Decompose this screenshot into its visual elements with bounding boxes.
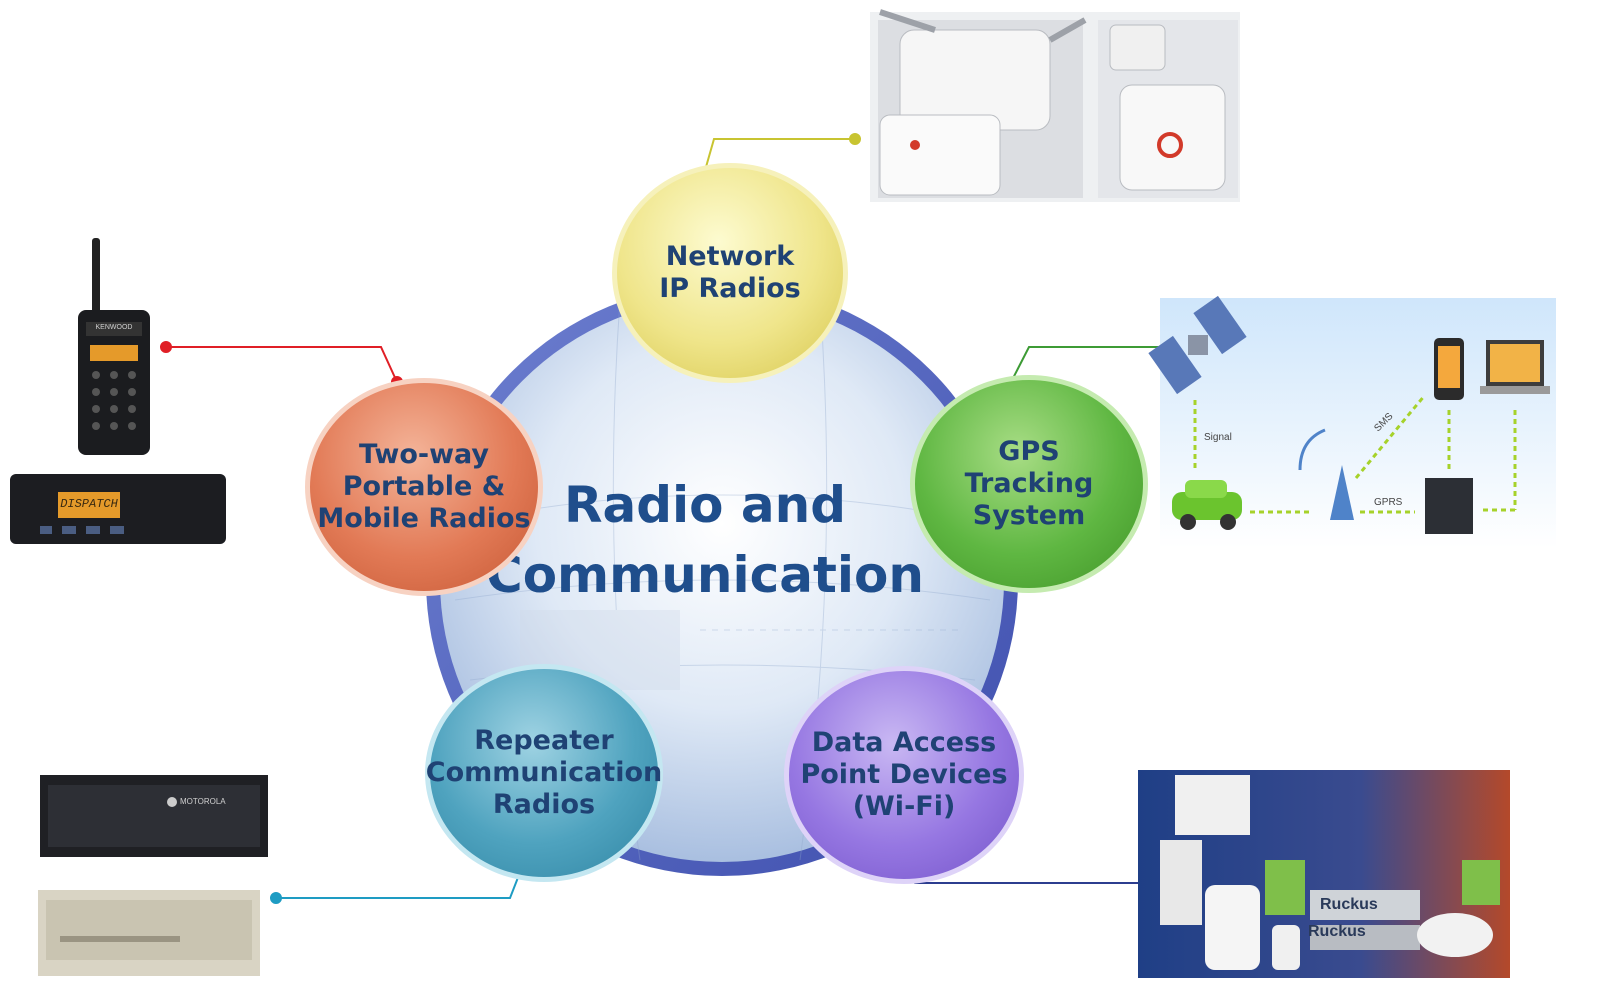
gps-tracking-photo: Signal SMS GPRS <box>1148 295 1556 548</box>
mobile-radio-display-text: DISPATCH <box>60 497 118 511</box>
satellite-icon <box>1148 295 1247 395</box>
server-icon <box>1425 478 1473 534</box>
node-twoway-label: Two-way Portable & Mobile Radios <box>317 439 531 534</box>
node-gps-tracking: GPS Tracking System <box>910 375 1148 593</box>
repeater-brand: MOTOROLA <box>180 797 226 806</box>
phone-icon <box>1434 338 1464 400</box>
node-network-ip-radios: Network IP Radios <box>612 163 848 383</box>
wifi-brand-label-2: Ruckus <box>1308 923 1366 940</box>
center-title: Radio and Communication <box>486 476 924 604</box>
wifi-devices-photo <box>1138 770 1510 978</box>
laptop-icon <box>1480 340 1550 394</box>
node-network-label: Network IP Radios <box>659 241 801 304</box>
node-two-way-radios: Two-way Portable & Mobile Radios <box>305 378 543 596</box>
twoway-radios-photo <box>10 238 226 544</box>
gps-signal-label: Signal <box>1204 432 1232 443</box>
connector-twoway <box>160 341 403 388</box>
node-repeater-radios: Repeater Communication Radios <box>425 664 663 882</box>
handheld-radio-brand: KENWOOD <box>95 324 133 331</box>
tower-icon <box>1298 428 1354 520</box>
node-dataaccess-label: Data Access Point Devices (Wi-Fi) <box>800 727 1008 822</box>
wifi-brand-label-1: Ruckus <box>1320 896 1378 913</box>
node-repeater-label: Repeater Communication Radios <box>425 725 663 820</box>
gps-gprs-label: GPRS <box>1374 497 1403 508</box>
repeater-radios-photo <box>38 775 268 976</box>
car-icon <box>1172 480 1242 530</box>
node-gps-label: GPS Tracking System <box>964 436 1094 531</box>
network-radios-photo <box>870 9 1240 202</box>
node-data-access-points: Data Access Point Devices (Wi-Fi) <box>784 666 1024 884</box>
